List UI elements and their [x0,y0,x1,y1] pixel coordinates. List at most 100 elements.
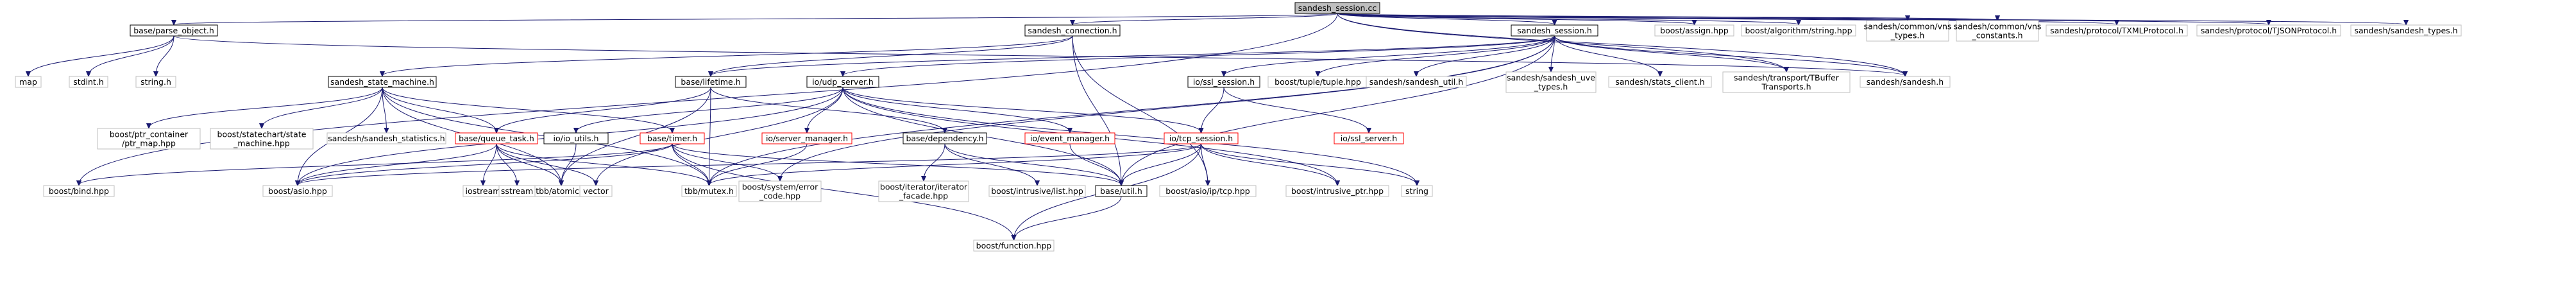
node-box [455,132,538,144]
node-queue-task[interactable]: base/queue_task.h [455,132,538,144]
node-label: sandesh_state_machine.h [330,77,434,87]
edge-sandesh-state-machine-to-sandesh-statistics [382,87,387,132]
edge-lifetime-to-dependency [710,87,945,132]
node-mutex: tbb/mutex.h [681,185,737,197]
node-label: sandesh/transport/TBuffer [1734,73,1840,83]
node-box [1654,24,1734,37]
edge-lifetime-to-queue-task [496,87,711,132]
edge-udp-server-to-event-manager [842,87,1070,132]
edge-sandesh-state-machine-to-state-machine [262,87,383,128]
node-label: boost/algorithm/string.hpp [1745,26,1852,35]
edge-ssl-session-to-ssl-server [1223,87,1369,132]
node-box [1511,24,1598,37]
node-label: /ptr_map.hpp [122,139,176,148]
edge-io-utils-to-atomic [561,143,577,185]
node-event-manager[interactable]: io/event_manager.h [1024,132,1115,144]
node-ptr-map: boost/ptr_container/ptr_map.hpp [97,128,201,150]
node-label: tbb/mutex.h [684,186,734,196]
node-label: boost/tuple/tuple.hpp [1275,77,1361,87]
node-box [69,76,108,88]
node-box [1159,185,1257,197]
node-uve-types: sandesh/sandesh_uve_types.h [1505,71,1597,93]
node-server-manager[interactable]: io/server_manager.h [761,132,852,144]
node-sandesh-h: sandesh/sandesh.h [1860,76,1951,88]
node-box [761,132,852,144]
node-label: sandesh/common/vns [1954,22,2042,31]
node-root[interactable]: sandesh_session.cc [1294,2,1380,14]
edge-timer-to-function [672,143,1014,240]
node-box [640,132,705,144]
node-box [130,24,218,37]
node-tuple: boost/tuple/tuple.hpp [1267,76,1368,88]
edge-queue-task-to-atomic [496,143,561,185]
edge-parse-object-to-string-h [156,35,174,76]
node-iterator-facade: boost/iterator/iterator_facade.hpp [878,180,969,202]
edge-udp-server-to-vector [596,87,843,185]
node-box [262,185,333,197]
node-timer[interactable]: base/timer.h [640,132,705,144]
node-label: base/util.h [1100,186,1142,196]
node-sandesh-types: sandesh/sandesh_types.h [2350,24,2462,37]
node-function: boost/function.hpp [973,240,1055,252]
node-sandesh-state-machine[interactable]: sandesh_state_machine.h [328,76,437,88]
node-label: io/ssl_session.h [1193,77,1255,87]
edge-root-to-sandesh-session-h [1337,13,1555,24]
node-box [15,76,42,88]
node-label: Transports.h [1761,82,1811,92]
node-label: _types.h [1890,31,1925,40]
node-label: stdint.h [73,77,104,87]
node-dependency[interactable]: base/dependency.h [902,132,987,144]
edge-sandesh-session-h-to-util [1121,35,1555,185]
node-box [878,180,969,202]
node-label: boost/system/error [742,182,818,192]
node-asio: boost/asio.hpp [262,185,333,197]
edge-parse-object-to-stdint [89,35,174,76]
edge-sandesh-state-machine-to-timer [382,87,672,132]
node-stdint: stdint.h [69,76,108,88]
node-box [2350,24,2462,37]
edge-sandesh-session-h-to-lifetime [711,35,1555,76]
edge-root-to-vns-constants [1337,13,1997,20]
node-vns-types: sandesh/common/vns_types.h [1864,20,1951,42]
edge-root-to-algorithm-string [1337,13,1799,24]
edge-root-to-tbuffer [1337,13,1786,71]
node-label: io/ssl_server.h [1341,134,1397,143]
node-parse-object[interactable]: base/parse_object.h [130,24,218,37]
node-ssl-server[interactable]: io/ssl_server.h [1334,132,1404,144]
node-box [1024,132,1115,144]
node-box [543,132,609,144]
node-label: sandesh/sandesh_util.h [1369,77,1463,87]
edge-timer-to-util [672,143,1121,185]
edge-sandesh-session-h-to-ssl-session [1224,35,1555,76]
node-box [1741,24,1856,37]
node-label: iostream [466,186,501,196]
node-ssl-session[interactable]: io/ssl_session.h [1187,76,1260,88]
node-io-utils[interactable]: io/io_utils.h [543,132,609,144]
node-box [988,185,1086,197]
node-sstream: sstream [498,185,536,197]
edge-sandesh-session-h-to-stats-client [1554,35,1661,76]
node-box [97,128,201,150]
node-label: _code.hpp [759,191,801,201]
node-asio-tcp: boost/asio/ip/tcp.hpp [1159,185,1257,197]
node-lifetime[interactable]: base/lifetime.h [675,76,747,88]
node-label: boost/intrusive/list.hpp [991,186,1083,196]
edge-udp-server-to-io-utils [576,87,843,132]
node-tcp-session[interactable]: io/tcp_session.h [1164,132,1239,144]
node-box [1294,2,1380,14]
node-label: sstream [501,186,533,196]
node-util[interactable]: base/util.h [1095,185,1148,197]
node-udp-server[interactable]: io/udp_server.h [806,76,879,88]
node-sandesh-connection[interactable]: sandesh_connection.h [1024,24,1121,37]
node-label: boost/assign.hpp [1660,26,1729,35]
node-label: io/server_manager.h [766,134,848,143]
edge-lifetime-to-mutex [709,87,711,185]
edge-event-manager-to-util [1069,143,1121,185]
edge-root-to-bind [79,13,1338,185]
node-label: _constants.h [1972,31,2023,40]
node-sandesh-session-h[interactable]: sandesh_session.h [1511,24,1598,37]
node-vector: vector [579,185,613,197]
node-label: tbb/atomic.h [536,186,587,196]
edge-sandesh-state-machine-to-ptr-map [149,87,383,128]
node-intrusive-list: boost/intrusive/list.hpp [988,185,1086,197]
